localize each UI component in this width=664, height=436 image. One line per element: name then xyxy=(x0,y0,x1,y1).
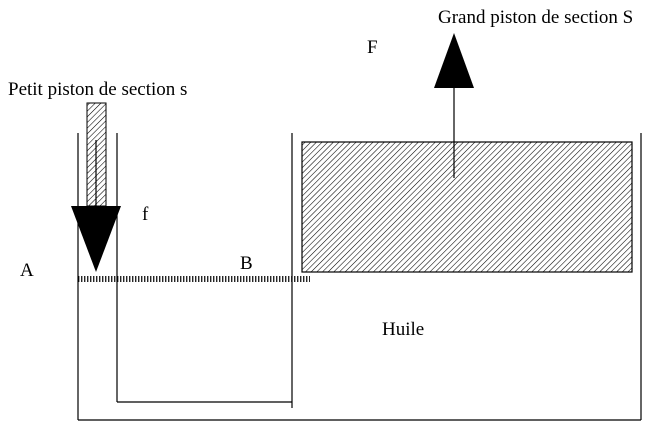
large-piston xyxy=(301,141,633,273)
oil-level-line xyxy=(78,276,310,282)
large-force-arrowhead-icon xyxy=(434,33,474,88)
petit-piston-label: Petit piston de section s xyxy=(8,79,188,100)
point-a-label: A xyxy=(20,260,34,281)
fluid-label: Huile xyxy=(382,319,425,340)
small-force-arrowhead-icon xyxy=(71,206,121,272)
force-big-label: F xyxy=(367,37,378,58)
force-small-label: f xyxy=(142,204,149,225)
grand-piston-label: Grand piston de section S xyxy=(438,7,634,28)
point-b-label: B xyxy=(240,253,253,274)
